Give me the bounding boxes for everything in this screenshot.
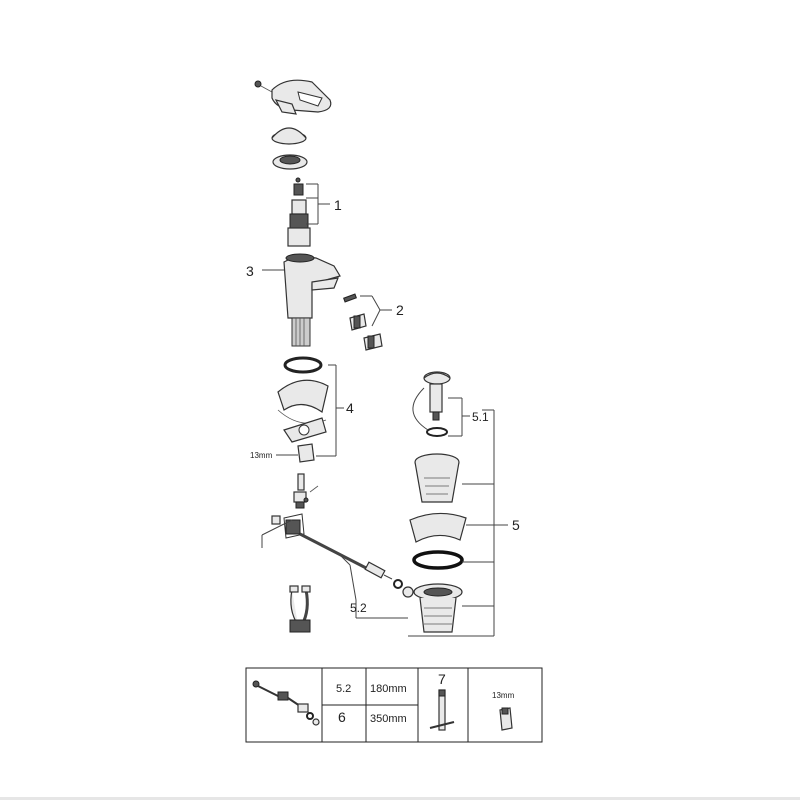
socket-wrench-illustration [499,707,513,731]
drain-body [408,409,508,637]
legend-part-6: 6 [338,709,346,725]
legend-length-180: 180mm [370,683,407,695]
spout-body [262,253,341,347]
callout-5: 5 [512,517,520,533]
drain-plug [412,371,470,437]
rod-kit-illustration [252,680,320,726]
footer-divider [0,797,800,800]
supply-hoses [289,585,311,633]
legend-part-7: 7 [438,671,446,687]
callout-4: 4 [346,400,354,416]
callout-2: 2 [396,302,404,318]
cartridge-assembly [287,177,330,247]
threaded-ring [272,154,308,170]
aerator-set [343,293,392,351]
callout-5-1: 5.1 [472,410,489,424]
legend-table: 5.2 180mm 6 350mm 7 13mm [245,667,543,743]
lever-handle [254,79,332,115]
mounting-kit [276,356,344,463]
callout-3: 3 [246,263,254,279]
legend-length-350: 350mm [370,713,407,725]
legend-part-5-2: 5.2 [336,683,351,695]
callout-1: 1 [334,197,342,213]
wrench-size-label: 13mm [250,451,273,460]
legend-wrench-size: 13mm [492,691,515,700]
cover-cap [271,127,307,145]
callout-5-2: 5.2 [350,601,367,615]
pop-up-linkage [261,473,414,619]
service-tool-illustration [429,689,455,731]
